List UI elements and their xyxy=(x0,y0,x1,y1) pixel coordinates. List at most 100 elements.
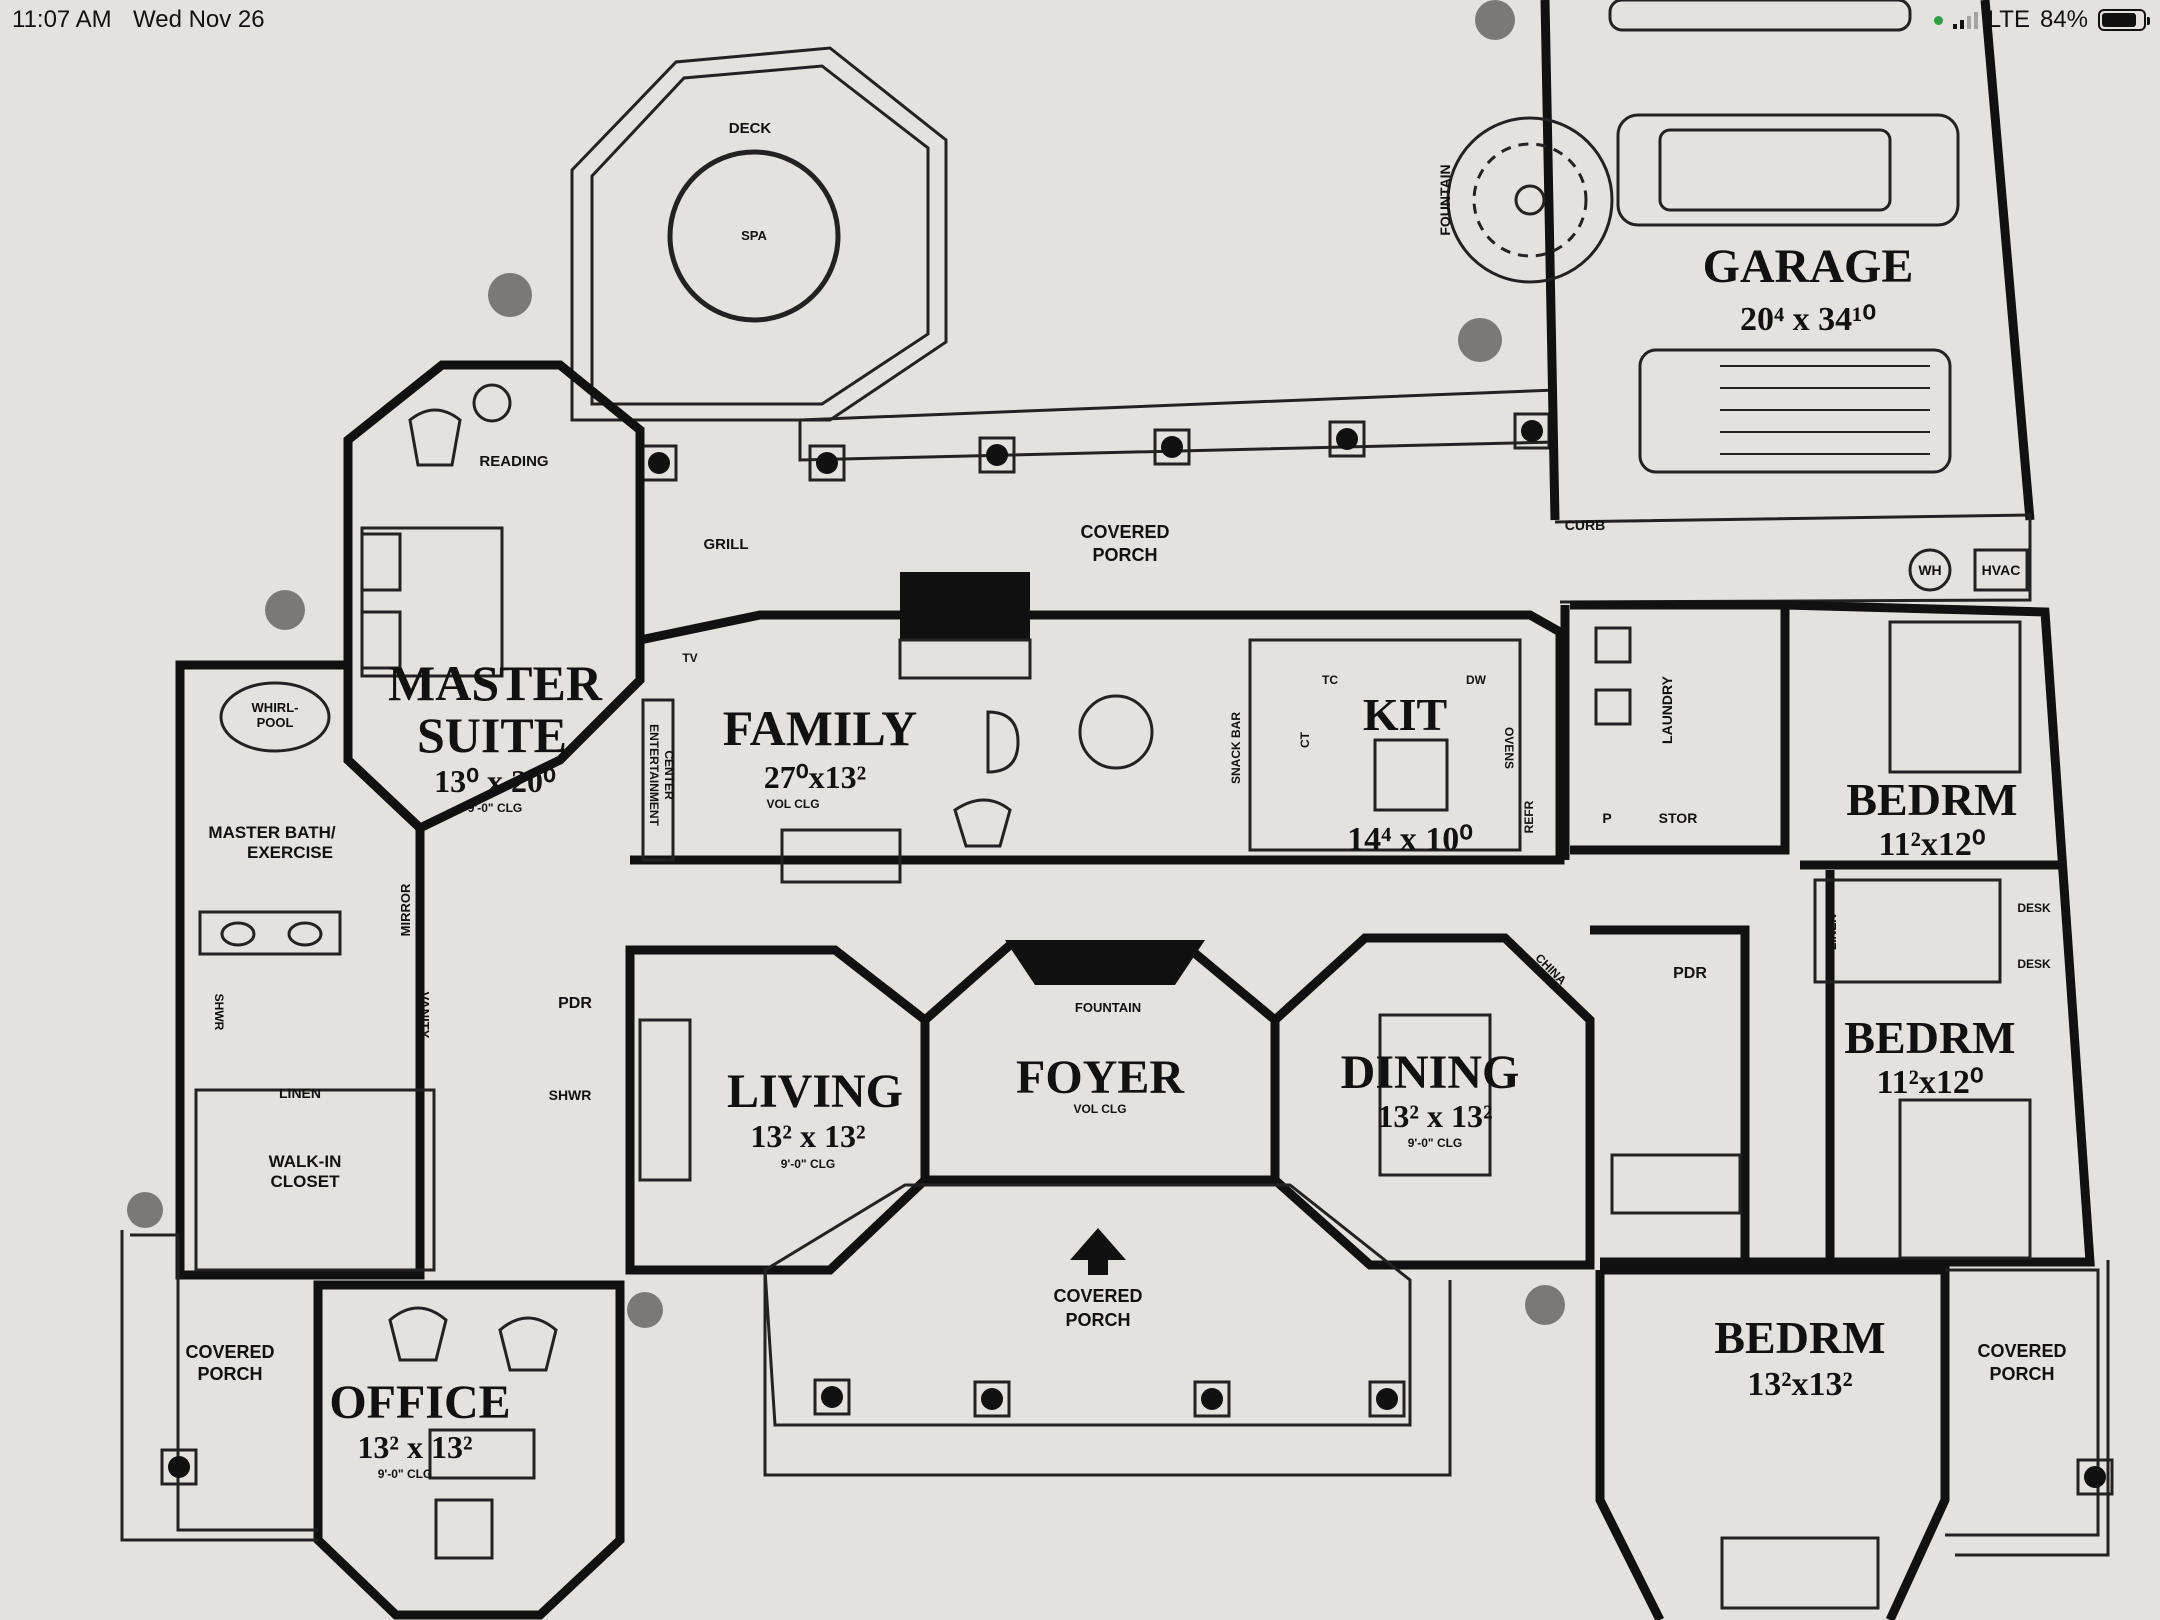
network-label: LTE xyxy=(1987,6,2030,33)
living-note: 9'-0" CLG xyxy=(781,1157,836,1171)
closet-rod xyxy=(1813,878,2002,984)
living-sofa xyxy=(638,1018,692,1182)
master-bath-label-1: MASTER BATH/ xyxy=(208,823,335,842)
dryer xyxy=(1594,688,1632,726)
entertainment-label-1: ENTERTAINMENT xyxy=(647,724,661,826)
spa-label: SPA xyxy=(741,228,767,243)
left-porch-column xyxy=(160,1448,198,1486)
washer xyxy=(1594,626,1632,664)
rear-porch-label-2: PORCH xyxy=(1092,545,1157,565)
garden-fountain-label: FOUNTAIN xyxy=(1437,164,1453,235)
office-chair-bottom xyxy=(434,1498,494,1560)
kit-label: KIT xyxy=(1363,689,1447,740)
right-porch xyxy=(1945,1260,2110,1557)
camera-indicator-icon xyxy=(1933,15,1943,25)
left-porch-label-2: PORCH xyxy=(197,1364,262,1384)
garage-cars xyxy=(1608,0,1960,474)
tv-label: TV xyxy=(682,651,697,665)
desk-label-1: DESK xyxy=(2017,901,2051,915)
bedroom-wing-walls xyxy=(1600,600,2095,1267)
dining-dims: 13² x 13² xyxy=(1377,1098,1492,1134)
family-label: FAMILY xyxy=(723,700,917,756)
bedrm-3-walls xyxy=(1595,1265,1950,1620)
rear-porch-label-1: COVERED xyxy=(1080,522,1169,542)
right-porch-label-2: PORCH xyxy=(1989,1364,2054,1384)
family-fireplace xyxy=(900,572,1030,640)
bedrm-2-label: BEDRM xyxy=(1844,1012,2015,1063)
left-shwr-label: SHWR xyxy=(549,1087,592,1103)
left-porch xyxy=(120,1230,318,1542)
desk-label-2: DESK xyxy=(2017,957,2051,971)
hvac-label: HVAC xyxy=(1982,562,2021,578)
whirlpool-label-2: POOL xyxy=(257,715,294,730)
right-tub xyxy=(1610,1153,1742,1215)
master-bath-walls xyxy=(175,660,425,1280)
snack-bar-label: SNACK BAR xyxy=(1229,712,1243,784)
dw-label: DW xyxy=(1466,673,1487,687)
grill-label: GRILL xyxy=(704,536,749,553)
office-desk xyxy=(428,1428,536,1480)
living-label: LIVING xyxy=(727,1065,903,1118)
master-bath-label-2: EXERCISE xyxy=(247,843,333,862)
bedrm-3-dims: 13²x13² xyxy=(1747,1366,1852,1403)
ct-label: CT xyxy=(1298,731,1312,748)
foyer-fountain xyxy=(1005,940,1205,985)
bedrm-1-bed xyxy=(1888,620,2022,774)
right-porch-column xyxy=(2076,1458,2114,1496)
bedrm-3-label: BEDRM xyxy=(1714,1312,1885,1363)
status-right: LTE 84% xyxy=(1933,6,2150,34)
office-chair xyxy=(498,1316,558,1372)
pantry-label: P xyxy=(1602,810,1611,826)
office-dims: 13² x 13² xyxy=(357,1429,472,1465)
master-suite-dims: 13⁰ x 20⁰ xyxy=(434,763,556,799)
garage-label: GARAGE xyxy=(1703,240,1914,293)
entertainment-center xyxy=(641,698,675,862)
rear-columns xyxy=(640,412,1551,482)
status-bar: 11:07 AM Wed Nov 26 LTE 84% xyxy=(0,0,2160,40)
living-dims: 13² x 13² xyxy=(750,1118,865,1154)
bedrm-1-label: BEDRM xyxy=(1846,774,2017,825)
dining-table xyxy=(1378,1013,1492,1177)
master-suite-label-2: SUITE xyxy=(417,707,567,763)
front-porch-label-1: COVERED xyxy=(1053,1286,1142,1306)
family-chair xyxy=(986,710,1020,774)
master-linen-label: LINEN xyxy=(279,1085,321,1101)
ovens-label: OVENS xyxy=(1502,727,1516,769)
office-note: 9'-0" CLG xyxy=(378,1467,433,1481)
status-date: Wed Nov 26 xyxy=(133,6,265,33)
bedrm-3-desk xyxy=(1720,1536,1880,1610)
right-porch-label-1: COVERED xyxy=(1977,1341,2066,1361)
right-linen-label: LINEN xyxy=(1825,914,1839,950)
family-sofa xyxy=(780,828,902,884)
family-chair xyxy=(953,798,1012,848)
front-porch-outer xyxy=(763,1270,1452,1477)
wh-circle xyxy=(1908,548,1952,592)
tc-label: TC xyxy=(1322,673,1338,687)
whirlpool-tub xyxy=(219,681,331,753)
front-columns xyxy=(813,1378,1406,1418)
left-porch-label-1: COVERED xyxy=(185,1342,274,1362)
mirror-label: MIRROR xyxy=(398,883,413,936)
deck-outline xyxy=(570,46,948,422)
reading-chair xyxy=(408,408,462,467)
curb-label: CURB xyxy=(1565,517,1605,533)
laundry-label: LAUNDRY xyxy=(1659,675,1675,744)
garage-dims: 20⁴ x 34¹⁰ xyxy=(1740,301,1876,338)
bedrm-1-dims: 11²x12⁰ xyxy=(1879,826,1986,863)
bedrm-2-bed xyxy=(1898,1098,2032,1260)
hvac-box xyxy=(1973,548,2029,592)
walkin-closet xyxy=(194,1088,436,1272)
deck-inner-outline xyxy=(590,64,930,406)
front-porch xyxy=(763,1183,1412,1427)
master-pillow xyxy=(360,532,402,592)
right-porch-column-dot xyxy=(2084,1466,2106,1488)
vanity-label: VANITY xyxy=(417,992,432,1039)
status-time: 11:07 AM xyxy=(12,6,112,33)
master-suite-walls xyxy=(343,360,645,834)
spa-ring xyxy=(667,149,841,323)
foyer-note: VOL CLG xyxy=(1073,1102,1126,1116)
master-pillow xyxy=(360,610,402,670)
vanity-counter xyxy=(198,910,342,956)
right-pdr-label: PDR xyxy=(1673,965,1707,982)
entry-arrow xyxy=(1070,1228,1126,1275)
